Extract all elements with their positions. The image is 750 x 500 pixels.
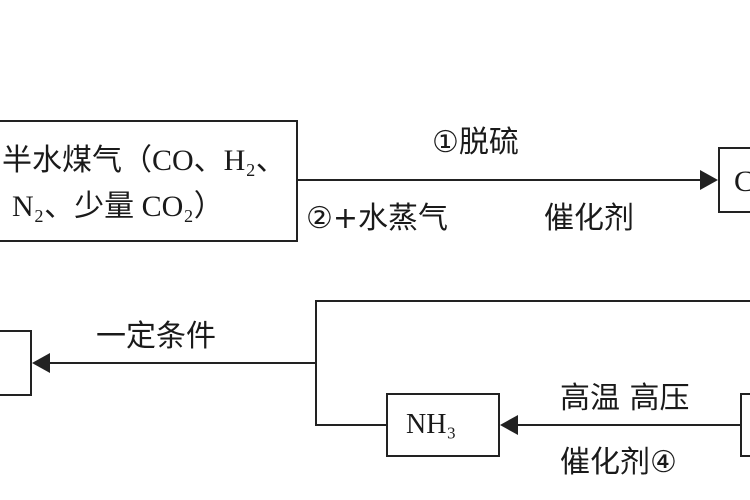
high-temp-pressure-label: 高温 高压: [560, 381, 690, 416]
loop-top-line: [315, 300, 750, 302]
nh3-box: NH₃: [386, 393, 500, 457]
co-box: C: [718, 147, 750, 213]
arrowhead-to-left-box: [32, 353, 50, 373]
arrowhead-to-nh3: [500, 415, 518, 435]
loop-bottom-line: [315, 424, 387, 426]
nh3-label: NH₃: [406, 409, 457, 440]
condition-arrow-line: [46, 362, 316, 364]
condition-label: 一定条件: [96, 319, 216, 354]
arrowhead-to-co: [700, 170, 718, 190]
step2-steam-label: ②+水蒸气: [306, 201, 449, 236]
semi-water-gas-box: 半水煤气（CO、H₂、 N₂、少量 CO₂）: [0, 120, 298, 242]
right-partial-box: [740, 393, 750, 457]
step1-desulfurization-label: ①脱硫: [432, 125, 519, 160]
co-box-label: C: [734, 165, 750, 198]
loop-vertical-line: [315, 300, 317, 426]
semi-water-gas-label-line1: 半水煤气（CO、H₂、: [2, 144, 286, 177]
semi-water-gas-label-line2: N₂、少量 CO₂）: [12, 190, 224, 223]
catalyst-bottom-label: 催化剂④: [560, 445, 677, 480]
left-partial-box: [0, 330, 32, 396]
catalyst-top-label: 催化剂: [544, 201, 634, 236]
top-arrow-line: [298, 179, 700, 181]
nh3-arrow-line: [516, 424, 740, 426]
